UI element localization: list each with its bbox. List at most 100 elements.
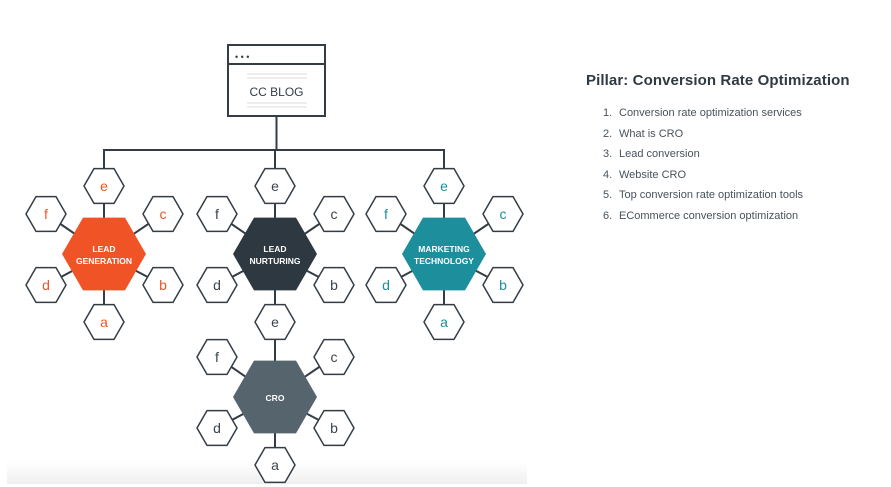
root-node-cc-blog: • • • CC BLOG xyxy=(227,44,326,117)
satellite-node-upper-left: f xyxy=(365,195,407,233)
satellite-label: e xyxy=(440,178,448,194)
satellite-hexagon xyxy=(423,303,465,341)
item-text: ECommerce conversion optimization xyxy=(619,209,799,222)
satellite-node-bottom: a xyxy=(423,303,465,341)
satellite-node-lower-right: b xyxy=(482,266,524,304)
item-number: 6. xyxy=(603,209,613,222)
satellite-node-lower-right: b xyxy=(313,266,355,304)
satellite-node-lower-left: d xyxy=(196,409,238,447)
satellite-hexagon xyxy=(254,167,296,205)
satellite-hexagon xyxy=(196,338,238,376)
pillar-title: Pillar: Conversion Rate Optimization xyxy=(586,72,850,89)
satellite-node-top: e xyxy=(83,167,125,205)
satellite-label: f xyxy=(215,206,219,222)
satellite-label: b xyxy=(159,277,167,293)
satellite-label: c xyxy=(331,349,338,365)
item-text: What is CRO xyxy=(619,127,684,140)
center-label-line: GENERATION xyxy=(76,256,132,266)
center-hexagon xyxy=(402,217,486,291)
satellite-hexagon xyxy=(313,195,355,233)
satellite-label: e xyxy=(100,178,108,194)
satellite-label: d xyxy=(213,277,221,293)
center-hexagon xyxy=(62,217,146,291)
pillar-topic-item: 4. Website CRO xyxy=(603,165,886,186)
pillar-topic-item: 3.Lead conversion xyxy=(603,144,886,165)
satellite-label: e xyxy=(271,178,279,194)
pillar-topic-list: 1.Conversion rate optimization services … xyxy=(586,103,886,227)
item-number: 2. xyxy=(603,127,613,140)
satellite-node-bottom: a xyxy=(83,303,125,341)
satellite-node-upper-right: c xyxy=(313,338,355,376)
pillar-panel: Pillar: Conversion Rate Optimization 1.C… xyxy=(586,72,886,227)
center-node-lead-generation: LEAD GENERATION xyxy=(62,217,146,291)
satellite-node-top: e xyxy=(423,167,465,205)
satellite-node-upper-left: f xyxy=(196,338,238,376)
center-label-line: NURTURING xyxy=(250,256,301,266)
pillar-topic-item: 1.Conversion rate optimization services xyxy=(603,103,886,124)
center-label-line: LEAD xyxy=(92,244,115,254)
center-hexagon xyxy=(233,217,317,291)
content-hierarchy-diagram: • • • CC BLOG ecbadfLEADGENERATIONecbedf… xyxy=(25,44,524,484)
satellite-hexagon xyxy=(365,266,407,304)
satellite-node-lower-right: b xyxy=(313,409,355,447)
satellite-hexagon xyxy=(313,266,355,304)
item-number: 5. xyxy=(603,189,613,202)
satellite-node-upper-left: f xyxy=(25,195,67,233)
satellite-label: f xyxy=(215,349,219,365)
satellite-hexagon xyxy=(25,195,67,233)
satellite-hexagon xyxy=(83,167,125,205)
satellite-node-upper-right: c xyxy=(482,195,524,233)
satellite-hexagon xyxy=(196,409,238,447)
item-text: Lead conversion xyxy=(619,148,700,161)
satellite-node-upper-right: c xyxy=(313,195,355,233)
browser-window-dots-icon: • • • xyxy=(235,52,249,62)
satellite-label: a xyxy=(100,314,108,330)
cluster-group: ecbadfLEADGENERATIONecbedfLEADNURTURINGe… xyxy=(25,167,524,484)
item-number: 4. xyxy=(603,168,613,181)
item-text: Top conversion rate optimization tools xyxy=(619,189,804,202)
satellite-hexagon xyxy=(254,446,296,484)
item-text: Website CRO xyxy=(619,168,687,181)
center-node-cro: CRO xyxy=(233,360,317,434)
satellite-node-top: e xyxy=(254,167,296,205)
pillar-topic-item: 6. ECommerce conversion optimization xyxy=(603,206,886,227)
satellite-hexagon xyxy=(83,303,125,341)
item-number: 1. xyxy=(603,107,613,119)
pillar-topic-item: 5. Top conversion rate optimization tools xyxy=(603,185,886,206)
center-label-line: LEAD xyxy=(263,244,286,254)
center-label-line: TECHNOLOGY xyxy=(414,256,474,266)
satellite-hexagon xyxy=(482,195,524,233)
satellite-label: b xyxy=(330,420,338,436)
satellite-label: a xyxy=(271,457,279,473)
satellite-hexagon xyxy=(25,266,67,304)
satellite-hexagon xyxy=(196,266,238,304)
satellite-label: b xyxy=(330,277,338,293)
satellite-label: d xyxy=(213,420,221,436)
satellite-hexagon xyxy=(313,338,355,376)
center-label-line: CRO xyxy=(266,393,285,403)
satellite-label: f xyxy=(384,206,388,222)
satellite-hexagon xyxy=(142,266,184,304)
satellite-hexagon xyxy=(254,303,296,341)
satellite-label: c xyxy=(500,206,507,222)
center-hexagon xyxy=(233,360,317,434)
satellite-node-lower-right: b xyxy=(142,266,184,304)
browser-window-frame xyxy=(227,44,326,117)
center-node-lead-nurturing: LEAD NURTURING xyxy=(233,217,317,291)
satellite-label: d xyxy=(42,277,50,293)
satellite-label: f xyxy=(44,206,48,222)
root-label: CC BLOG xyxy=(249,85,303,99)
satellite-label: b xyxy=(499,277,507,293)
connector-lines xyxy=(103,116,445,360)
satellite-hexagon xyxy=(365,195,407,233)
satellite-node-upper-right: c xyxy=(142,195,184,233)
satellite-label: a xyxy=(440,314,448,330)
satellite-node-lower-left: d xyxy=(196,266,238,304)
satellite-hexagon xyxy=(313,409,355,447)
satellite-node-bottom: a xyxy=(254,446,296,484)
satellite-hexagon xyxy=(196,195,238,233)
